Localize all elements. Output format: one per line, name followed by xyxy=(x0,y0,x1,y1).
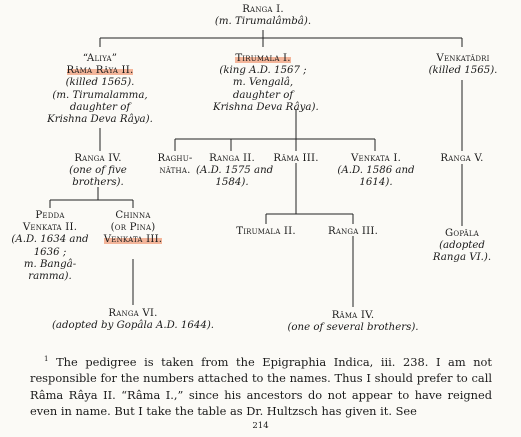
highlighted-name: Râma Râya II. xyxy=(66,65,134,77)
footnote-text: The pedigree is taken from the Epigraphi… xyxy=(30,354,492,419)
node-desc-line: (killed 1565). xyxy=(65,77,135,89)
node-name: Ranga III. xyxy=(327,226,379,237)
node-name-line: Venkata II. xyxy=(22,222,78,234)
node-desc: (one of several brothers). xyxy=(287,322,419,334)
node-desc-line: 1636 ; xyxy=(33,246,67,258)
node-desc-line: (adopted xyxy=(439,240,485,252)
node-desc-line: (A.D. 1575 and xyxy=(196,165,274,177)
node-desc-line: Krishna Deva Râya). xyxy=(47,114,153,126)
node-ranga-5: Ranga V. xyxy=(427,153,497,165)
node-name: Tirumala II. xyxy=(236,226,296,237)
node-name-line: nâtha. xyxy=(159,165,191,177)
node-name-line: Chinna xyxy=(115,210,151,221)
page-number: 214 xyxy=(252,421,269,431)
node-desc-line: daughter of xyxy=(69,101,131,113)
node-desc-line: m. Bangâ- xyxy=(23,258,77,270)
node-ranga-4: Ranga IV. (one of five brothers). xyxy=(48,153,148,190)
node-desc: (adopted by Gopâla A.D. 1644). xyxy=(51,320,215,332)
node-name: Ranga V. xyxy=(440,153,484,164)
node-name: Venkata I. xyxy=(350,153,402,164)
node-venkatadri: Venkatâdri (killed 1565). xyxy=(418,53,508,77)
node-desc-line: Ranga VI.). xyxy=(432,252,492,264)
node-desc-line: m. Vengalâ, xyxy=(232,77,294,89)
node-rama-raya-2: “Aliya” Râma Râya II. (killed 1565). (m.… xyxy=(40,53,160,126)
node-name-line: (or Pina) xyxy=(110,222,156,234)
node-name-line: Pedda xyxy=(35,210,65,221)
node-venkata-1: Venkata I. (A.D. 1586 and 1614). xyxy=(337,153,415,190)
node-name: Ranga II. xyxy=(209,153,255,164)
node-name-line: Raghu- xyxy=(157,153,193,164)
node-name: Venkatâdri xyxy=(436,53,490,64)
node-desc-line: daughter of xyxy=(232,89,294,101)
node-rama-4: Râma IV. (one of several brothers). xyxy=(278,310,428,334)
node-desc: (m. Tirumalâmbâ). xyxy=(214,16,312,28)
node-name: Ranga IV. xyxy=(74,153,122,164)
node-desc-line: (m. Tirumalamma, xyxy=(52,89,148,101)
node-desc-line: Krishna Deva Râya). xyxy=(213,101,319,113)
footnote: 1 The pedigree is taken from the Epigrap… xyxy=(30,351,492,419)
node-chinna-venkata-3: Chinna (or Pina) Venkata III. xyxy=(90,210,176,247)
node-desc-line: brothers). xyxy=(72,177,124,189)
node-tirumala-1: Tirumala I. (king A.D. 1567 ; m. Vengalâ… xyxy=(213,53,319,114)
node-gopala: Gopâla (adopted Ranga VI.). xyxy=(424,228,500,265)
node-name: Râma III. xyxy=(273,153,319,164)
node-desc: (killed 1565). xyxy=(428,65,498,77)
highlighted-name: Venkata III. xyxy=(103,234,163,246)
node-raghunatha: Raghu- nâtha. xyxy=(145,153,205,177)
node-desc-line: (A.D. 1634 and xyxy=(11,234,89,246)
node-ranga-2: Ranga II. (A.D. 1575 and 1584). xyxy=(196,153,274,190)
node-name: Ranga I. xyxy=(242,4,284,15)
node-desc-line: (king A.D. 1567 ; xyxy=(219,65,307,77)
node-desc-line: 1584). xyxy=(215,177,249,189)
node-ranga-1: Ranga I. (m. Tirumalâmbâ). xyxy=(203,4,323,28)
node-name: Gopâla xyxy=(445,228,479,239)
node-desc-line: 1614). xyxy=(359,177,393,189)
node-title: “Aliya” xyxy=(82,53,118,64)
node-pedda-venkata-2: Pedda Venkata II. (A.D. 1634 and 1636 ; … xyxy=(4,210,96,283)
node-name: Râma IV. xyxy=(331,310,375,321)
node-ranga-3: Ranga III. xyxy=(313,226,393,238)
node-tirumala-2: Tirumala II. xyxy=(221,226,311,238)
node-desc-line: (one of five xyxy=(69,165,127,177)
node-desc-line: (A.D. 1586 and xyxy=(337,165,415,177)
node-rama-3: Râma III. xyxy=(266,153,326,165)
footnote-marker: 1 xyxy=(44,355,49,363)
node-ranga-6: Ranga VI. (adopted by Gopâla A.D. 1644). xyxy=(38,308,228,332)
node-name: Ranga VI. xyxy=(108,308,158,319)
highlighted-name: Tirumala I. xyxy=(235,53,291,64)
node-desc-line: ramma). xyxy=(28,271,72,283)
